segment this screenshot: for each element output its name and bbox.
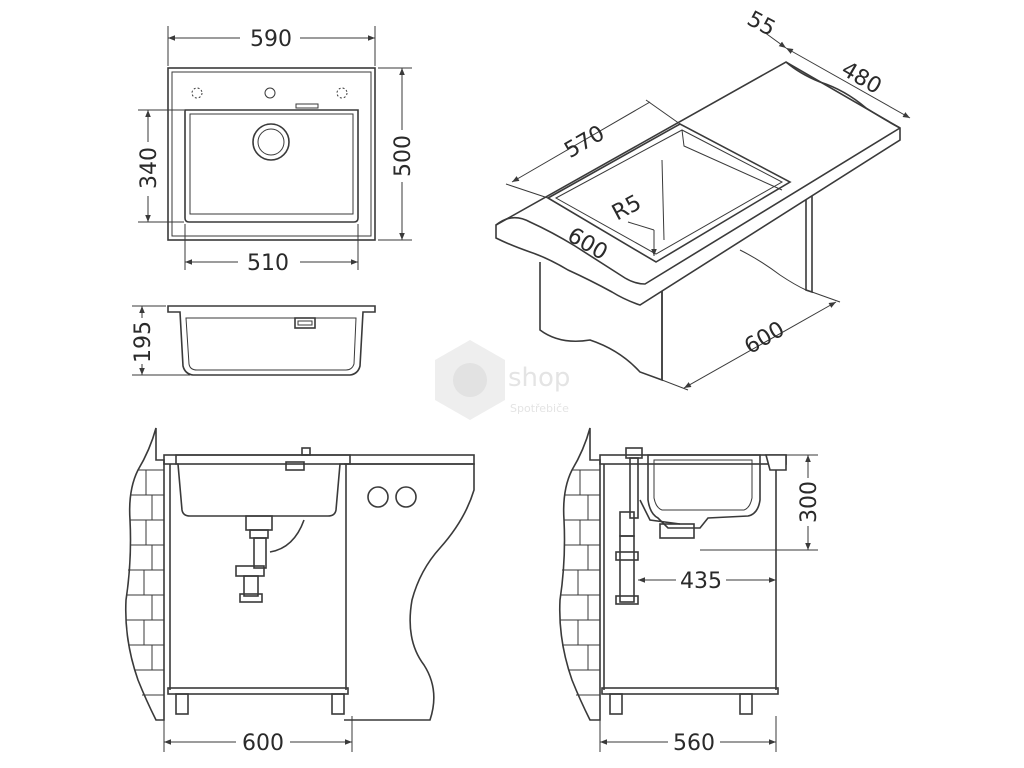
watermark-sub: Spotřebiče	[510, 402, 569, 415]
dim-560: 560	[673, 731, 715, 756]
dim-590: 590	[250, 27, 292, 52]
watermark-brand: shop	[508, 363, 570, 393]
dim-300: 300	[797, 481, 822, 523]
dim-340: 340	[137, 147, 162, 189]
dim-55: 55	[743, 7, 779, 42]
watermark: shop Spotřebiče	[435, 340, 570, 420]
dim-500: 500	[391, 135, 416, 177]
dim-510: 510	[247, 251, 289, 276]
dim-600-cabinet: 600	[242, 731, 284, 756]
dim-435: 435	[680, 569, 722, 594]
isometric-install-view: 570 55 480 R5 600 600	[495, 7, 911, 391]
top-view: 590 500 340 510	[137, 26, 416, 276]
dim-570: 570	[560, 121, 609, 164]
dim-600-worktop: 600	[740, 317, 789, 360]
side-profile-view: 195	[131, 305, 376, 376]
dim-195: 195	[131, 321, 156, 363]
front-install-view: 600	[124, 427, 475, 756]
section-view: 300 435 560	[558, 427, 822, 756]
